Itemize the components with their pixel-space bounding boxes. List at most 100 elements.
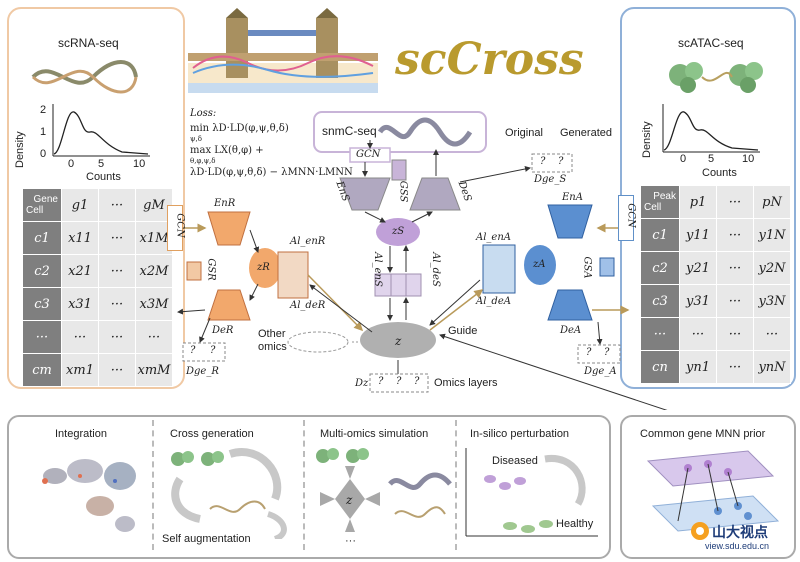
- rna-row-cell: ···: [22, 320, 62, 354]
- loss-label: Loss:: [190, 108, 217, 119]
- tower-bridge-illustration: [188, 8, 378, 93]
- atac-row-cell: c2: [640, 251, 680, 285]
- rna-col-header: ···: [98, 188, 136, 222]
- omics-layers-label: Omics layers: [434, 377, 498, 389]
- gs-s-label: GSS: [397, 180, 409, 203]
- loss-line-1: min λD·LD(φ,ψ,θ,δ): [190, 123, 289, 134]
- rna-row-cell: c1: [22, 221, 62, 255]
- integration-title: Integration: [55, 428, 107, 440]
- q-dz-1: ?: [378, 376, 384, 387]
- rna-xtick-5: 5: [98, 158, 105, 170]
- atac-row-cell: c3: [640, 284, 680, 318]
- loss-formula: Loss: min λD·LD(φ,ψ,θ,δ) ψ,δ max LX(θ,φ)…: [190, 106, 353, 180]
- perturbation-illustration: [465, 448, 598, 537]
- loss-line-2-sub: θ,φ,ψ,δ: [190, 157, 216, 165]
- gcn-s-label: GCN: [356, 149, 381, 160]
- al-en-a-label: Al_enA: [476, 232, 511, 243]
- mnn-prior-panel: [620, 415, 796, 559]
- scrna-title: scRNA-seq: [58, 36, 119, 50]
- scatac-title: scATAC-seq: [678, 36, 744, 50]
- rna-cell: ···: [98, 254, 136, 288]
- gcn-a-label: GCN: [625, 203, 637, 228]
- rna-ytick-1: 1: [40, 126, 47, 138]
- rna-counts-label: Counts: [86, 171, 121, 183]
- rna-cell: xmM: [135, 353, 173, 387]
- gcn-r-box: [167, 205, 183, 251]
- atac-row-cell: cn: [640, 350, 680, 384]
- de-a-label: DeA: [560, 325, 582, 336]
- separator: [152, 420, 154, 550]
- al-en-r-label: Al_enR: [290, 236, 326, 247]
- original-label: Original: [505, 127, 543, 139]
- al-en-s-label: Al_enS: [371, 252, 383, 287]
- rna-cell: x11: [61, 221, 99, 255]
- z-a-label: zA: [533, 259, 546, 270]
- rna-cell: x3M: [135, 287, 173, 321]
- rna-matrix-corner-top: Gene: [33, 194, 58, 205]
- atac-col-header: pN: [753, 185, 791, 219]
- rna-cell: xm1: [61, 353, 99, 387]
- other-omics-label: Other omics: [258, 328, 287, 353]
- atac-cell: y1N: [753, 218, 791, 252]
- multi-omics-z: z: [346, 493, 353, 507]
- q-ge-a-1: ?: [586, 347, 592, 358]
- gs-a-label: GSA: [581, 256, 593, 279]
- mnn-prior-title: Common gene MNN prior: [640, 428, 766, 440]
- multi-omics-ellipsis: ···: [345, 535, 356, 547]
- separator: [303, 420, 305, 550]
- q-ge-r-1: ?: [190, 345, 196, 356]
- dna-strand-icon: [31, 60, 138, 94]
- atac-cell: ···: [716, 218, 754, 252]
- cross-generation-title: Cross generation: [170, 428, 254, 440]
- atac-density-plot: [662, 104, 760, 153]
- page-title: scCross: [395, 34, 584, 85]
- rna-cell: x2M: [135, 254, 173, 288]
- rna-ytick-2: 2: [40, 104, 47, 116]
- rna-cell: x1M: [135, 221, 173, 255]
- cross-generation-illustration: [171, 448, 287, 539]
- en-a-label: EnA: [562, 192, 583, 203]
- atac-cell: yn1: [679, 350, 717, 384]
- atac-cell: ···: [716, 251, 754, 285]
- rna-xtick-0: 0: [68, 158, 75, 170]
- separator: [455, 420, 457, 550]
- applications-panel: [7, 415, 611, 559]
- q-ge-s-1: ?: [540, 156, 546, 167]
- dz-label: Dz: [355, 378, 369, 389]
- mnn-prior-illustration: [646, 450, 780, 532]
- d-ge-s-label: Dge_S: [534, 174, 567, 185]
- z-label: z: [395, 334, 402, 348]
- architecture-diagram: [177, 111, 668, 410]
- gcn-a-box: [618, 195, 634, 241]
- atac-cell: ···: [753, 317, 791, 351]
- rna-cell: ···: [98, 221, 136, 255]
- atac-cell: y21: [679, 251, 717, 285]
- atac-xtick-5: 5: [708, 153, 715, 165]
- gs-r-label: GSR: [205, 258, 217, 281]
- atac-row-cell: ···: [640, 317, 680, 351]
- gcn-r-label: GCN: [174, 213, 186, 238]
- q-ge-a-2: ?: [604, 347, 610, 358]
- atac-cell: y11: [679, 218, 717, 252]
- de-r-label: DeR: [212, 325, 234, 336]
- scrna-panel: [7, 7, 185, 389]
- q-ge-s-2: ?: [558, 156, 564, 167]
- loss-line-1-sub: ψ,δ: [190, 135, 202, 143]
- atac-xtick-0: 0: [680, 153, 687, 165]
- q-ge-r-2: ?: [210, 345, 216, 356]
- en-r-label: EnR: [214, 198, 236, 209]
- z-r-label: zR: [257, 262, 270, 273]
- atac-cell: y31: [679, 284, 717, 318]
- al-de-a-label: Al_deA: [476, 296, 511, 307]
- rna-cell: ···: [135, 320, 173, 354]
- q-dz-3: ?: [414, 376, 420, 387]
- al-de-r-label: Al_deR: [290, 300, 326, 311]
- atac-counts-label: Counts: [702, 167, 737, 179]
- atac-cell: ynN: [753, 350, 791, 384]
- atac-cell: y2N: [753, 251, 791, 285]
- al-de-s-label: Al_deS: [429, 252, 441, 287]
- integration-umap: [42, 459, 136, 532]
- atac-matrix-corner-top: Peak: [653, 191, 676, 202]
- d-ge-a-label: Dge_A: [584, 366, 617, 377]
- rna-density-plot: [52, 104, 150, 157]
